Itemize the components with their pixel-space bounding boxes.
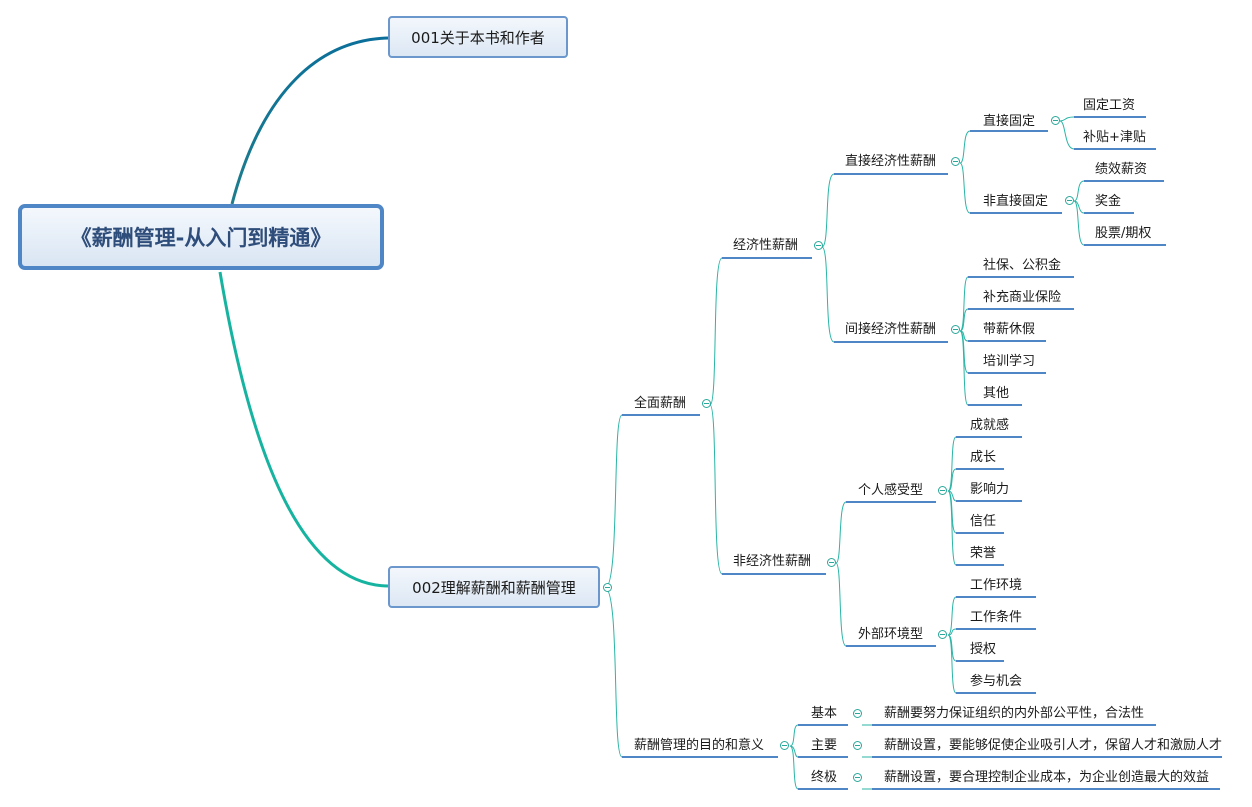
topic-indirect-economic[interactable]: 间接经济性薪酬 <box>845 322 937 337</box>
leaf-work-env[interactable]: 工作环境 <box>970 578 1023 593</box>
collapse-direct-fixed-icon[interactable] <box>1051 116 1060 125</box>
leaf-stock[interactable]: 股票/期权 <box>1095 226 1152 241</box>
leaf-achievement[interactable]: 成就感 <box>970 418 1010 433</box>
leaf-training[interactable]: 培训学习 <box>983 354 1036 369</box>
leaf-growth[interactable]: 成长 <box>970 450 997 465</box>
collapse-external-icon[interactable] <box>938 630 947 639</box>
topic-direct-fixed[interactable]: 直接固定 <box>983 114 1036 129</box>
leaf-authorization[interactable]: 授权 <box>970 642 997 657</box>
topic-chapter-001[interactable]: 001关于本书和作者 <box>388 16 568 58</box>
topic-main[interactable]: 主要 <box>811 738 838 753</box>
leaf-paid-leave[interactable]: 带薪休假 <box>983 322 1036 337</box>
topic-basic[interactable]: 基本 <box>811 706 838 721</box>
topic-ultimate[interactable]: 终极 <box>811 770 838 785</box>
leaf-participation[interactable]: 参与机会 <box>970 674 1023 689</box>
leaf-social-insurance[interactable]: 社保、公积金 <box>983 258 1062 273</box>
collapse-chapter-002-icon[interactable] <box>603 583 612 592</box>
topic-total-comp[interactable]: 全面薪酬 <box>634 396 687 411</box>
leaf-other[interactable]: 其他 <box>983 386 1010 401</box>
topic-economic[interactable]: 经济性薪酬 <box>733 238 799 253</box>
leaf-trust[interactable]: 信任 <box>970 514 997 529</box>
collapse-indirect-fixed-icon[interactable] <box>1065 196 1074 205</box>
leaf-fixed-salary[interactable]: 固定工资 <box>1083 98 1136 113</box>
collapse-basic-icon[interactable] <box>853 709 862 718</box>
topic-purpose[interactable]: 薪酬管理的目的和意义 <box>634 738 765 753</box>
collapse-main-icon[interactable] <box>853 741 862 750</box>
topic-personal[interactable]: 个人感受型 <box>858 483 924 498</box>
leaf-work-cond[interactable]: 工作条件 <box>970 610 1023 625</box>
leaf-performance-pay[interactable]: 绩效薪资 <box>1095 162 1148 177</box>
topic-direct-economic[interactable]: 直接经济性薪酬 <box>845 154 937 169</box>
leaf-main-desc[interactable]: 薪酬设置，要能够促使企业吸引人才，保留人才和激励人才 <box>884 738 1223 753</box>
collapse-total-comp-icon[interactable] <box>702 399 711 408</box>
leaf-bonus[interactable]: 奖金 <box>1095 194 1122 209</box>
leaf-ultimate-desc[interactable]: 薪酬设置，要合理控制企业成本，为企业创造最大的效益 <box>884 770 1210 785</box>
leaf-allowance[interactable]: 补贴+津贴 <box>1083 130 1146 145</box>
leaf-commercial-insurance[interactable]: 补充商业保险 <box>983 290 1062 305</box>
topic-non-economic[interactable]: 非经济性薪酬 <box>733 554 812 569</box>
collapse-direct-economic-icon[interactable] <box>951 157 960 166</box>
topic-chapter-002[interactable]: 002理解薪酬和薪酬管理 <box>388 566 600 608</box>
leaf-basic-desc[interactable]: 薪酬要努力保证组织的内外部公平性，合法性 <box>884 706 1145 721</box>
root-topic[interactable]: 《薪酬管理-从入门到精通》 <box>18 204 384 270</box>
collapse-personal-icon[interactable] <box>938 486 947 495</box>
collapse-economic-icon[interactable] <box>814 241 823 250</box>
collapse-purpose-icon[interactable] <box>780 741 789 750</box>
collapse-non-economic-icon[interactable] <box>827 558 836 567</box>
topic-indirect-fixed[interactable]: 非直接固定 <box>983 194 1049 209</box>
collapse-indirect-economic-icon[interactable] <box>951 325 960 334</box>
leaf-honor[interactable]: 荣誉 <box>970 546 997 561</box>
collapse-ultimate-icon[interactable] <box>853 773 862 782</box>
topic-external[interactable]: 外部环境型 <box>858 627 924 642</box>
leaf-influence[interactable]: 影响力 <box>970 482 1010 497</box>
